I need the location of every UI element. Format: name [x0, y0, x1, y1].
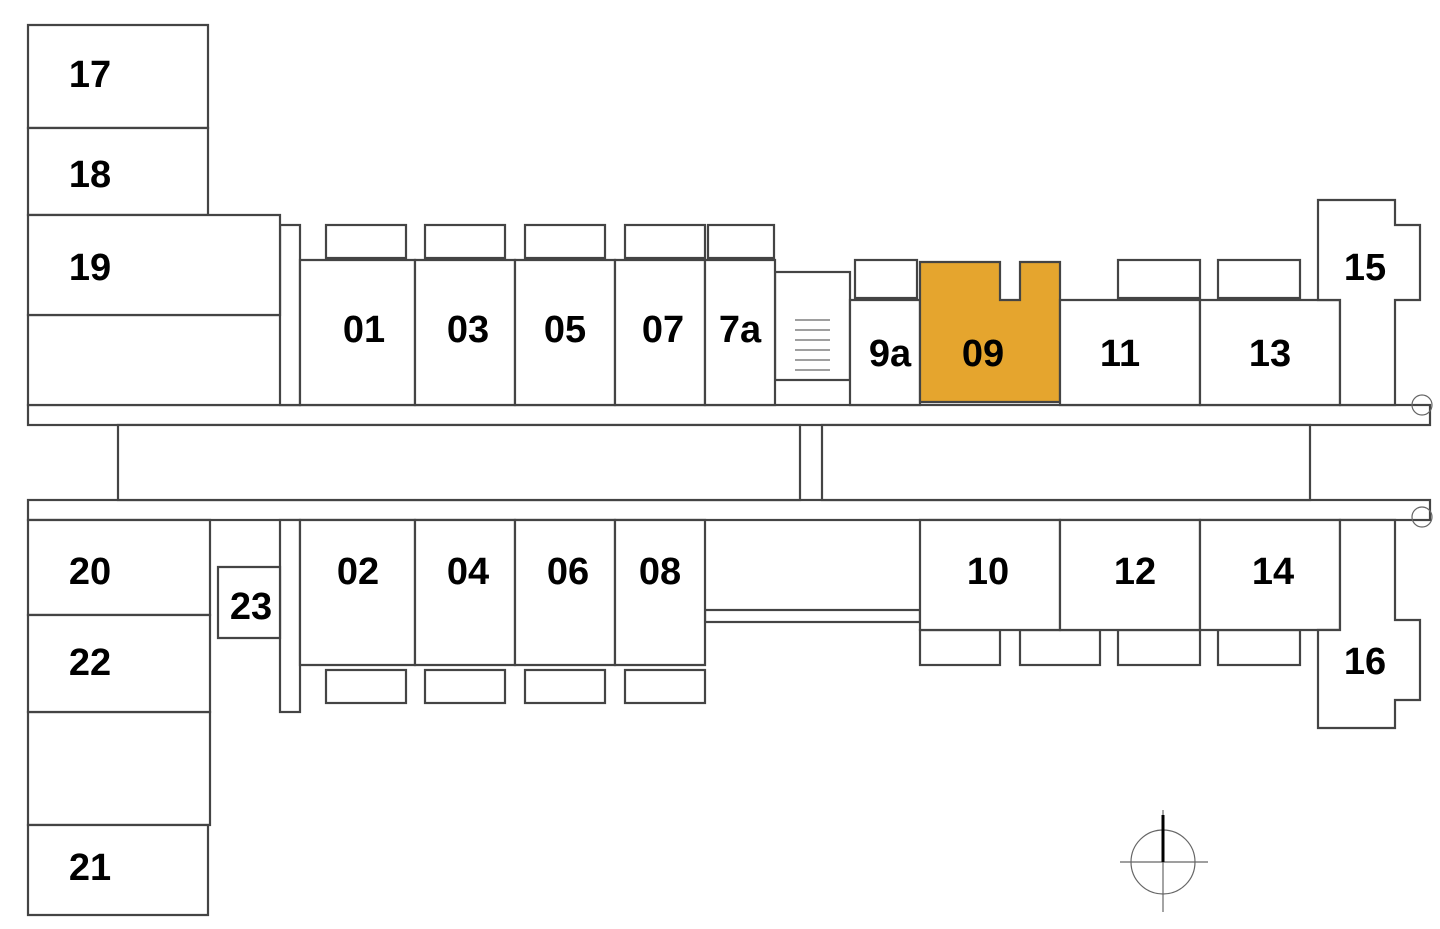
unit-11[interactable]: 11: [1058, 298, 1202, 407]
unit-02[interactable]: 02: [298, 518, 417, 667]
unit-shape[interactable]: [298, 258, 417, 407]
unit-shape[interactable]: [1198, 298, 1342, 407]
unit-shape[interactable]: [26, 823, 210, 917]
unit-9a[interactable]: 9a: [848, 298, 922, 407]
courtyard-west: [116, 423, 802, 502]
unit-22[interactable]: 22: [26, 613, 212, 714]
unit-shape[interactable]: [26, 518, 212, 617]
unit-13[interactable]: 13: [1198, 298, 1342, 407]
unit-10[interactable]: 10: [918, 518, 1062, 632]
unit-21[interactable]: 21: [26, 823, 210, 917]
unit-05[interactable]: 05: [513, 258, 617, 407]
unit-shape[interactable]: [613, 518, 707, 667]
unit-shape[interactable]: [26, 613, 212, 714]
unit-shape[interactable]: [918, 260, 1062, 404]
unit-shape[interactable]: [413, 258, 517, 407]
unit-shape[interactable]: [1316, 518, 1422, 730]
unit-shape[interactable]: [216, 565, 282, 640]
unit-shape[interactable]: [848, 298, 922, 407]
unit-06[interactable]: 06: [513, 518, 617, 667]
unit-07[interactable]: 07: [613, 258, 707, 407]
unit-shape[interactable]: [26, 213, 282, 317]
unit-shape[interactable]: [1058, 298, 1202, 407]
unit-09[interactable]: 09: [918, 260, 1062, 404]
unit-7a[interactable]: 7a: [703, 258, 777, 407]
north-arrow-icon: [1120, 810, 1208, 912]
unit-17[interactable]: 17: [26, 23, 210, 130]
unit-shape[interactable]: [1058, 518, 1202, 632]
unit-shape[interactable]: [613, 258, 707, 407]
unit-12[interactable]: 12: [1058, 518, 1202, 632]
unit-08[interactable]: 08: [613, 518, 707, 667]
unit-14[interactable]: 14: [1198, 518, 1342, 632]
unit-shape[interactable]: [918, 518, 1062, 632]
unit-01[interactable]: 01: [298, 258, 417, 407]
unit-shape[interactable]: [703, 258, 777, 407]
unit-shape[interactable]: [513, 518, 617, 667]
unit-shape[interactable]: [1198, 518, 1342, 632]
unit-shape[interactable]: [413, 518, 517, 667]
unit-shape[interactable]: [513, 258, 617, 407]
courtyard-east: [820, 423, 1312, 502]
unit-20[interactable]: 20: [26, 518, 212, 617]
unit-shape[interactable]: [1316, 198, 1422, 407]
stairwell: [773, 270, 852, 382]
unit-03[interactable]: 03: [413, 258, 517, 407]
unit-shape[interactable]: [26, 23, 210, 130]
unit-19[interactable]: 19: [26, 213, 282, 317]
unit-23[interactable]: 23: [216, 565, 282, 640]
unit-shape[interactable]: [26, 126, 210, 217]
unit-04[interactable]: 04: [413, 518, 517, 667]
unit-shape[interactable]: [298, 518, 417, 667]
unit-18[interactable]: 18: [26, 126, 210, 217]
